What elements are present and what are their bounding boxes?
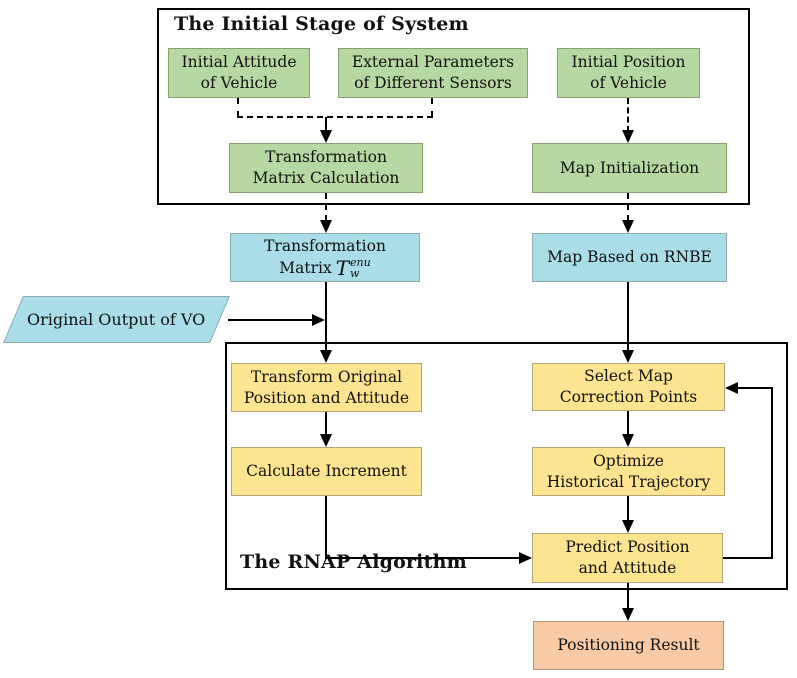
line-feedback-bottom bbox=[723, 557, 773, 559]
node-positioning-result: Positioning Result bbox=[533, 621, 724, 670]
node-label: Position and Attitude bbox=[243, 388, 410, 407]
line-transform-to-increment bbox=[325, 412, 327, 441]
node-label: Predict Position bbox=[565, 538, 690, 556]
node-transformation-matrix: Transformation Matrix T enu w bbox=[230, 233, 420, 282]
arrowhead-into-transformation-matrix bbox=[320, 220, 332, 233]
dashed-line-sensors-down bbox=[431, 98, 433, 117]
arrowhead-into-map-init bbox=[622, 130, 634, 143]
node-label: Map Initialization bbox=[559, 158, 700, 177]
line-increment-down bbox=[325, 496, 327, 559]
node-label: Transformation bbox=[265, 148, 387, 166]
node-label: and Attitude bbox=[578, 559, 677, 577]
line-feedback-top bbox=[738, 387, 773, 389]
node-label: Original Output of VO bbox=[27, 310, 206, 329]
node-transformation-matrix-calculation: Transformation Matrix Calculation bbox=[229, 143, 423, 193]
line-matrix-to-transform bbox=[325, 282, 327, 351]
node-map-based-on-rnbe: Map Based on RNBE bbox=[532, 233, 727, 282]
node-label: External Parameters bbox=[351, 53, 515, 71]
node-external-parameters: External Parameters of Different Sensors bbox=[338, 48, 528, 98]
node-initial-attitude: Initial Attitude of Vehicle bbox=[168, 48, 310, 98]
node-initial-position: Initial Position of Vehicle bbox=[557, 48, 700, 98]
formula-prefix: Matrix bbox=[279, 258, 332, 277]
formula-T-w-enu: T enu w bbox=[336, 257, 371, 279]
node-optimize-historical-trajectory: Optimize Historical Trajectory bbox=[532, 447, 725, 496]
node-label: Initial Attitude bbox=[181, 53, 297, 71]
node-label: of Different Sensors bbox=[354, 74, 512, 92]
arrowhead-into-optimize bbox=[622, 434, 634, 447]
node-label: Historical Trajectory bbox=[546, 472, 711, 491]
arrowhead-into-matrix-calc bbox=[320, 130, 332, 143]
line-map-to-select bbox=[627, 282, 629, 351]
line-predict-to-result bbox=[627, 583, 629, 615]
formula-subscript: w bbox=[350, 267, 360, 280]
arrowhead-into-map-rnbe bbox=[622, 220, 634, 233]
arrowhead-into-predict-top bbox=[622, 520, 634, 533]
dashed-line-attitude-down bbox=[237, 98, 239, 117]
node-map-initialization: Map Initialization bbox=[532, 143, 727, 193]
arrowhead-into-transform-original bbox=[320, 350, 332, 363]
dashed-line-mapinit-to-blue bbox=[627, 193, 629, 221]
line-select-to-optimize bbox=[627, 411, 629, 441]
node-calculate-increment: Calculate Increment bbox=[231, 447, 422, 496]
line-feedback-up bbox=[771, 388, 773, 559]
frame-initial-stage bbox=[157, 8, 750, 205]
dashed-line-matrixcalc-to-blue bbox=[325, 193, 327, 221]
line-merge-to-matrix-calc bbox=[325, 117, 327, 135]
node-label: Transformation bbox=[264, 237, 386, 255]
formula-superscript: enu bbox=[350, 256, 371, 269]
line-vo-to-junction bbox=[228, 319, 314, 321]
node-label: Select Map bbox=[584, 367, 673, 385]
node-label: Map Based on RNBE bbox=[547, 248, 712, 266]
line-optimize-to-predict bbox=[627, 496, 629, 527]
node-predict-position-attitude: Predict Position and Attitude bbox=[532, 533, 723, 583]
node-select-map-correction: Select Map Correction Points bbox=[532, 363, 725, 411]
node-transform-original: Transform Original Position and Attitude bbox=[231, 363, 422, 412]
line-increment-to-predict bbox=[325, 557, 520, 559]
arrowhead-into-predict-left bbox=[519, 552, 532, 564]
node-label: of Vehicle bbox=[200, 74, 278, 92]
formula-symbol: T bbox=[335, 256, 350, 280]
dashed-line-position-down bbox=[627, 98, 629, 132]
node-label: of Vehicle bbox=[590, 74, 667, 92]
node-label: Calculate Increment bbox=[246, 462, 407, 480]
title-rnap-algorithm: The RNAP Algorithm bbox=[240, 551, 467, 573]
node-label: Matrix Calculation bbox=[252, 169, 400, 187]
node-label: Positioning Result bbox=[557, 636, 700, 654]
arrowhead-into-result bbox=[622, 608, 634, 621]
node-label-formula: Matrix T enu w bbox=[279, 257, 370, 279]
arrowhead-into-calculate-increment bbox=[320, 434, 332, 447]
node-label: Correction Points bbox=[559, 388, 698, 406]
title-initial-stage: The Initial Stage of System bbox=[174, 13, 469, 35]
dashed-line-merge-horizontal bbox=[237, 116, 433, 118]
frame-rnap-algorithm bbox=[225, 342, 788, 590]
node-label: Optimize bbox=[593, 451, 664, 470]
arrowhead-vo-junction bbox=[312, 314, 325, 326]
node-original-output-vo: Original Output of VO bbox=[3, 296, 230, 343]
arrowhead-feedback-into-select bbox=[725, 382, 738, 394]
arrowhead-into-select-map bbox=[622, 350, 634, 363]
node-label: Transform Original bbox=[250, 367, 403, 386]
node-label: Initial Position bbox=[571, 53, 686, 71]
